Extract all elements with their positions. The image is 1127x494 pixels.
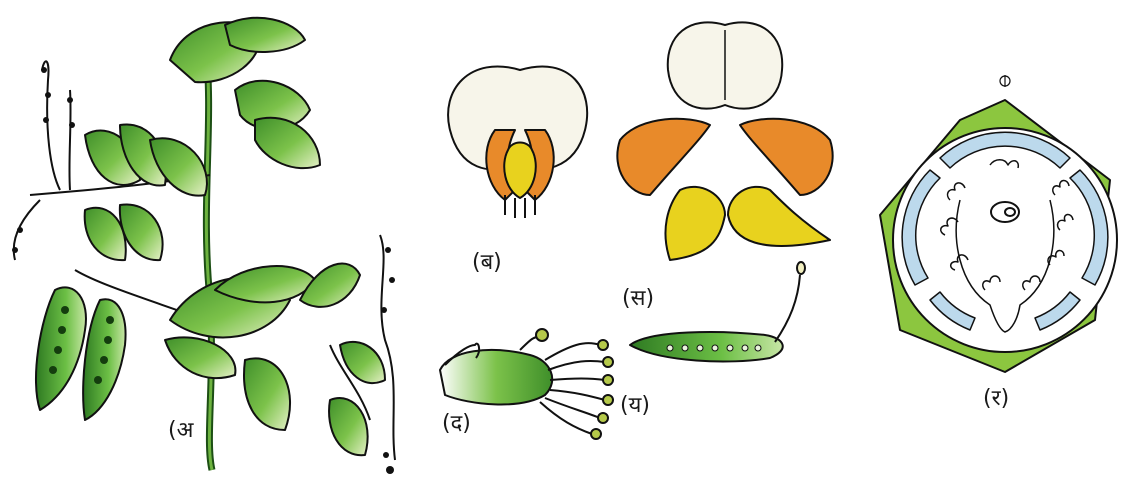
keel-petal (728, 187, 830, 246)
label-r: (र) (983, 388, 1009, 410)
pistil (630, 262, 805, 362)
tendril (69, 90, 70, 190)
anther (536, 329, 548, 341)
staminal-tube (440, 350, 552, 404)
wing-petal (617, 119, 710, 195)
label-y: (य) (620, 395, 650, 417)
pea-plant-branch (12, 18, 395, 474)
label-a: (अ (168, 420, 193, 442)
label-b: (ब) (472, 252, 502, 274)
leaf (215, 266, 315, 302)
leaf (329, 398, 368, 455)
leaf (244, 358, 290, 430)
dissected-petals (617, 22, 832, 260)
leaf (165, 337, 235, 378)
leaf (255, 118, 320, 168)
tendril (42, 61, 60, 190)
wing-petal (740, 119, 833, 195)
label-s: (स) (622, 288, 654, 310)
whole-flower (448, 66, 587, 218)
floral-diagram (880, 75, 1117, 372)
tendril (380, 235, 395, 460)
label-d: (द) (442, 413, 471, 435)
stigma (797, 262, 805, 274)
leaf (225, 18, 305, 52)
style (775, 275, 800, 342)
leaf (150, 138, 207, 195)
leaf (300, 264, 360, 307)
keel-petal (665, 187, 725, 260)
